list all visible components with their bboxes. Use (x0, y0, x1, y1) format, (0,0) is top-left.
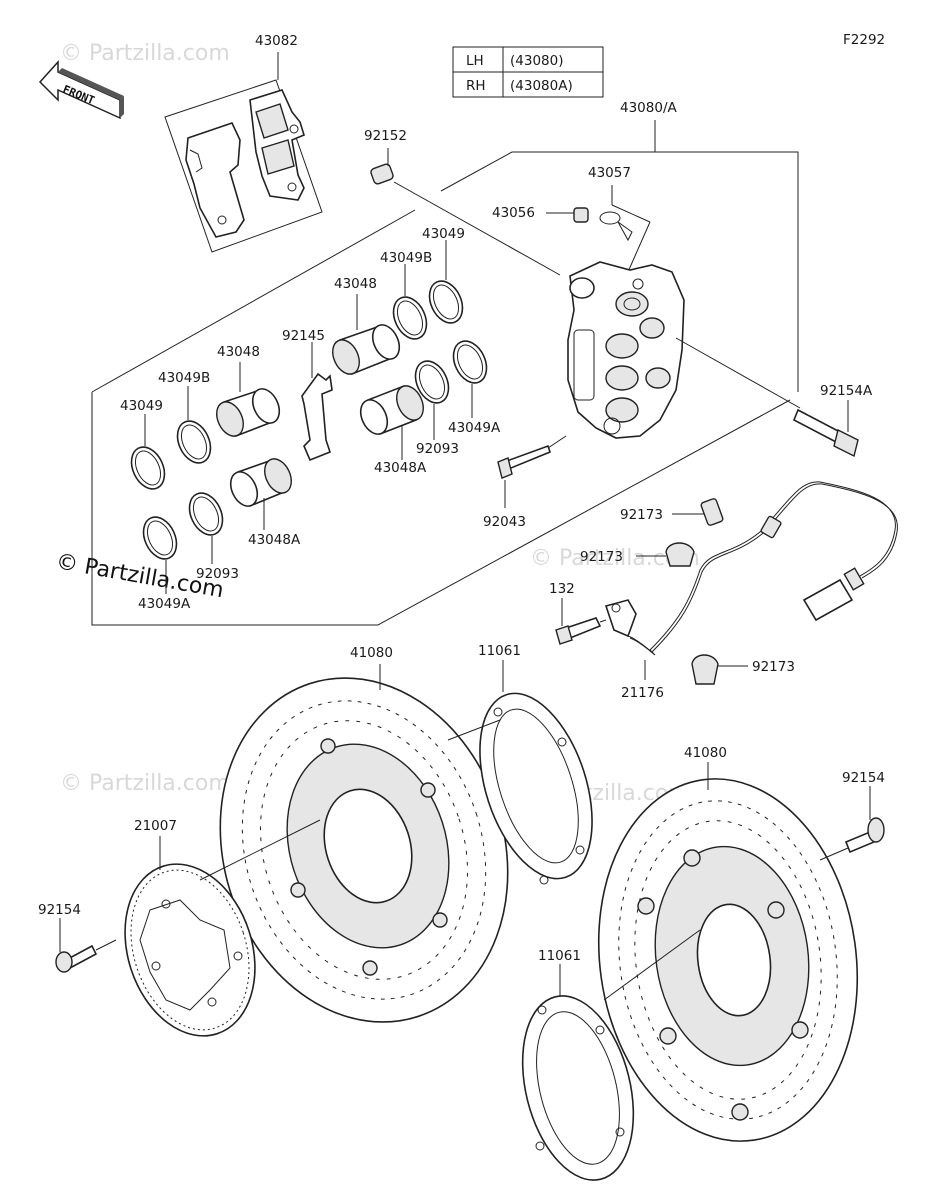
brake-caliper (567, 261, 685, 439)
side-lh: LH (466, 53, 484, 69)
clamp-3 (691, 654, 748, 685)
abs-sensor (604, 481, 898, 680)
label-92154-left: 92154 (38, 902, 81, 918)
label-92173-b: 92173 (580, 549, 623, 565)
abs-tone-ring (124, 819, 321, 1037)
disc-gasket-bottom (521, 929, 701, 1181)
label-92152: 92152 (364, 128, 407, 144)
clamp-2 (636, 542, 695, 567)
disc-bolt-left (55, 918, 117, 973)
label-92173-a: 92173 (620, 507, 663, 523)
label-43049-left: 43049 (120, 398, 163, 414)
clamp-1 (672, 498, 724, 526)
label-43048A-mid: 43048A (374, 460, 427, 476)
pad-spring (301, 342, 333, 462)
label-11061-bottom: 11061 (538, 948, 581, 964)
label-92154A: 92154A (820, 383, 873, 399)
label-43048-top: 43048 (334, 276, 377, 292)
pad-pin (497, 435, 567, 508)
watermark: © Partzilla.com (60, 41, 230, 66)
sensor-bolt (555, 598, 607, 645)
caliper-seals-left (130, 362, 292, 594)
label-43049A-mid: 43049A (448, 420, 501, 436)
label-92043: 92043 (483, 514, 526, 530)
label-43048A-left: 43048A (248, 532, 301, 548)
label-43049A-left: 43049A (138, 596, 191, 612)
label-92154-right: 92154 (842, 770, 885, 786)
brake-disc-right (597, 762, 859, 1142)
bleeder-cap (370, 148, 561, 276)
caliper-mount-bolt (675, 337, 859, 458)
label-41080-left: 41080 (350, 645, 393, 661)
label-21176: 21176 (621, 685, 664, 701)
label-21007: 21007 (134, 818, 177, 834)
brake-disc-left (219, 664, 509, 1023)
side-lh-part: (43080) (510, 53, 563, 69)
label-43049B-left: 43049B (158, 370, 210, 386)
disc-bolt-right (819, 786, 885, 861)
label-92145: 92145 (282, 328, 325, 344)
figure-code: F2292 (843, 32, 885, 48)
caliper-assembly-box (91, 120, 799, 626)
side-rh: RH (466, 78, 486, 94)
label-92093-left: 92093 (196, 566, 239, 582)
label-43080A: 43080/A (620, 100, 677, 116)
label-92173-c: 92173 (752, 659, 795, 675)
brake-pad-kit (164, 52, 323, 253)
label-43048-left: 43048 (217, 344, 260, 360)
label-43049-top: 43049 (422, 226, 465, 242)
label-43049B-top: 43049B (380, 250, 432, 266)
side-rh-part: (43080A) (510, 78, 573, 94)
label-43057: 43057 (588, 165, 631, 181)
label-43056: 43056 (492, 205, 535, 221)
label-43082: 43082 (255, 33, 298, 49)
label-41080-right: 41080 (684, 745, 727, 761)
label-92093-mid: 92093 (416, 441, 459, 457)
caliper-seals-upper (332, 240, 488, 460)
front-arrow: FRONT (38, 60, 124, 120)
disc-gasket-top (447, 660, 593, 885)
label-11061-top: 11061 (478, 643, 521, 659)
side-table: LH (43080) RH (43080A) (452, 46, 604, 98)
pad-pin-clip (546, 185, 651, 291)
label-132: 132 (549, 581, 575, 597)
watermark: © Partzilla.com (60, 771, 230, 796)
